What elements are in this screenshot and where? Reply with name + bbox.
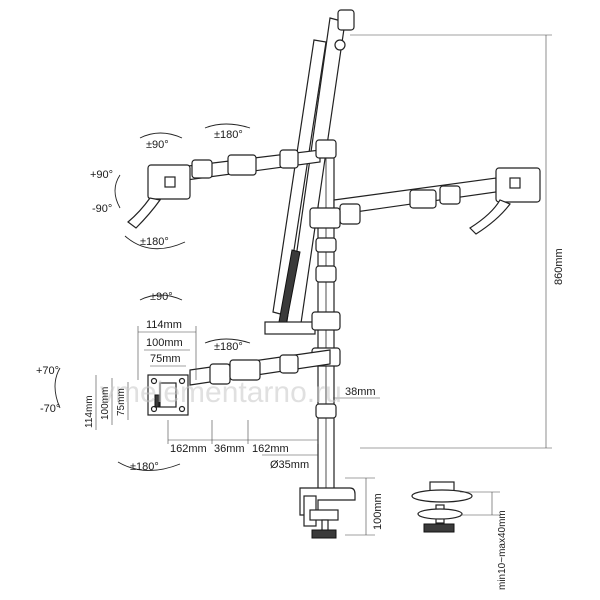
- desk-clamp-right: [411, 481, 473, 533]
- watermark: vmelementarno.ru: [100, 376, 342, 409]
- rotation-arcs: [54, 123, 251, 471]
- label-rot-mid-left: ±90°: [150, 291, 173, 303]
- label-vesa-w100: 100mm: [146, 337, 183, 349]
- top-right-arm: [309, 167, 541, 235]
- label-swivel-top-left: ±180°: [214, 129, 243, 141]
- label-vesa-h75: 75mm: [116, 388, 127, 416]
- label-tilt-down-mid: -70°: [40, 403, 60, 415]
- label-swivel-bottom-mid: ±180°: [130, 461, 159, 473]
- label-vesa-w114: 114mm: [146, 319, 182, 331]
- label-swivel-bottom-top: ±180°: [140, 236, 169, 248]
- label-arm-162b: 162mm: [252, 443, 289, 455]
- label-vesa-h114: 114mm: [84, 395, 95, 428]
- dimension-lines: [95, 34, 552, 536]
- middle-arm: [189, 349, 331, 386]
- label-height-860: 860mm: [553, 248, 565, 285]
- label-tilt-up-left: +90°: [90, 169, 113, 181]
- label-gap-36: 36mm: [214, 443, 245, 455]
- label-clamp-100: 100mm: [372, 493, 384, 530]
- label-clamp-range: min10~max40mm: [497, 510, 508, 590]
- top-left-arm: [127, 149, 321, 229]
- label-rot-top-left: ±90°: [146, 139, 169, 151]
- vesa-plate: [147, 374, 189, 416]
- label-tilt-down-left: -90°: [92, 203, 112, 215]
- label-vesa-w75: 75mm: [150, 353, 181, 365]
- label-pole-diameter: Ø35mm: [270, 459, 309, 471]
- lift-arm: [264, 9, 355, 335]
- label-vesa-h100: 100mm: [100, 387, 111, 420]
- label-arm-162a: 162mm: [170, 443, 207, 455]
- label-tilt-up-mid: +70°: [36, 365, 59, 377]
- label-swivel-mid: ±180°: [214, 341, 243, 353]
- label-d38: 38mm: [345, 386, 376, 398]
- desk-clamp-left: [299, 487, 356, 539]
